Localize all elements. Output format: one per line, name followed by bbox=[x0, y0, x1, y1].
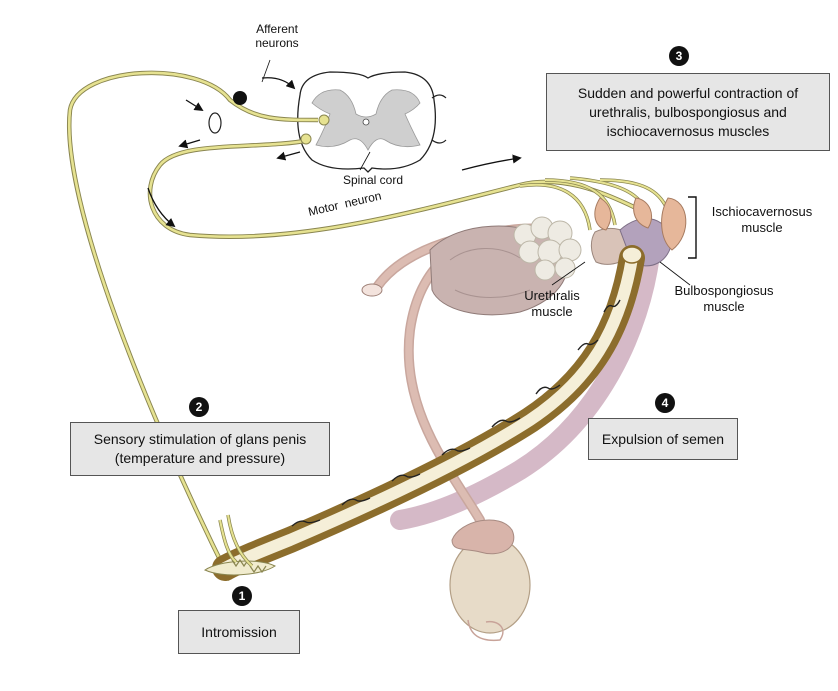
afferent-neurons-label: Afferent neurons bbox=[255, 22, 299, 50]
step-badge-1: 1 bbox=[232, 586, 252, 606]
bulbospongiosus-label: Bulbospongiosus muscle bbox=[674, 283, 774, 314]
step-badge-4: 4 bbox=[655, 393, 675, 413]
step-badge-2: 2 bbox=[189, 397, 209, 417]
penile-sheath bbox=[390, 245, 660, 530]
leader-lines bbox=[261, 59, 691, 286]
spinal-cord-label: Spinal cord bbox=[342, 173, 404, 187]
direction-arrows bbox=[147, 77, 522, 228]
testis bbox=[449, 519, 531, 642]
urethralis-label: Urethralis muscle bbox=[524, 288, 580, 319]
step-badge-3: 3 bbox=[669, 46, 689, 66]
ischiocavernosus-label: Ischiocavernosus muscle bbox=[711, 204, 813, 235]
seminal-vesicles bbox=[513, 216, 582, 281]
step-3-box: Sudden and powerful contraction of ureth… bbox=[546, 73, 830, 151]
step-1-box: Intromission bbox=[178, 610, 300, 654]
step-4-box: Expulsion of semen bbox=[588, 418, 738, 460]
step-2-box: Sensory stimulation of glans penis (temp… bbox=[70, 422, 330, 476]
glans-region bbox=[203, 514, 276, 576]
motor-neuron-path bbox=[147, 133, 670, 239]
penile-shaft bbox=[212, 245, 645, 581]
afferent-neuron-path bbox=[67, 70, 330, 582]
ischiocavernosus-bracket bbox=[688, 196, 697, 259]
spinal-cord-section bbox=[297, 71, 447, 173]
